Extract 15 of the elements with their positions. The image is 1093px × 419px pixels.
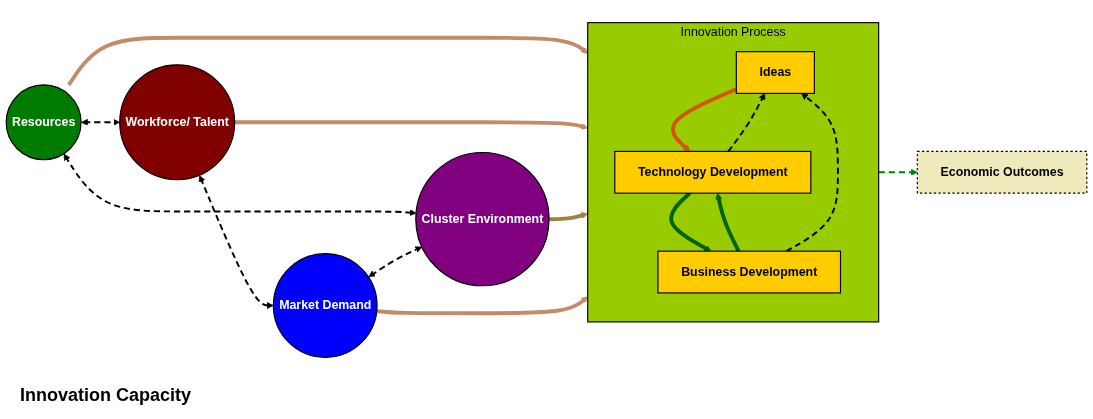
node-circle: Workforce/ Talent xyxy=(119,64,236,181)
node-box: Technology Development xyxy=(614,150,812,194)
arrow xyxy=(727,93,766,153)
arrow xyxy=(63,153,417,216)
caption-text: Innovation Capacity xyxy=(20,385,192,406)
node-box: Business Development xyxy=(657,250,842,294)
node-box: Economic Outcomes xyxy=(916,150,1088,194)
arrow xyxy=(785,93,839,253)
arrow xyxy=(198,175,274,309)
node-box: Ideas xyxy=(735,51,815,94)
node-circle: Resources xyxy=(5,84,82,161)
arrow xyxy=(368,246,423,278)
node-circle: Cluster Environment xyxy=(415,151,550,287)
node-circle: Market Demand xyxy=(272,253,378,358)
arrow xyxy=(715,192,741,253)
